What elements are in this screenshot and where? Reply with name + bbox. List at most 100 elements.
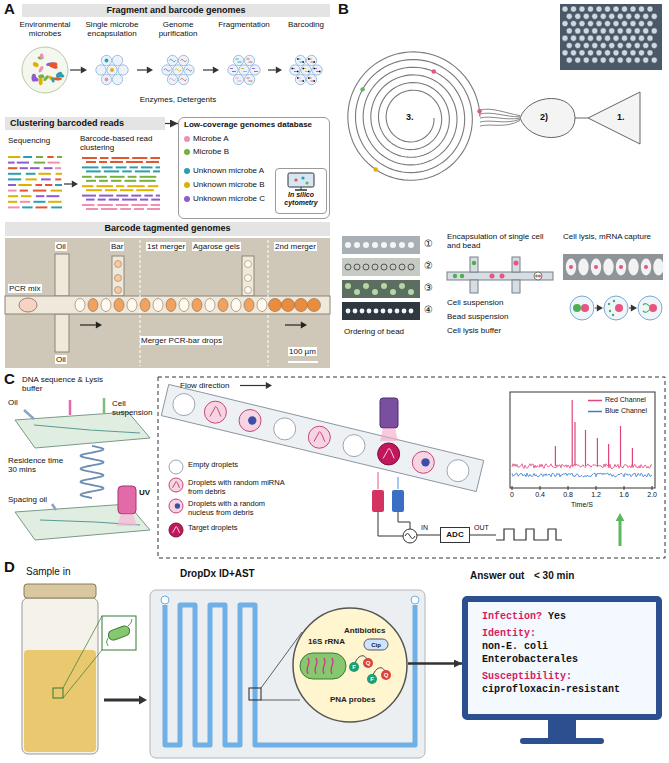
clustered-reads-line [120, 189, 133, 191]
genome-marker-circle [184, 182, 190, 188]
fragmentation-droplets-line [238, 62, 242, 63]
signal-chart [510, 392, 655, 490]
bead-micrograph-circle [638, 21, 644, 27]
lysis-capture-circle [569, 265, 573, 269]
bead-micrograph-circle [613, 21, 619, 27]
bead-micrograph [560, 4, 662, 70]
clustered-reads-line [122, 170, 132, 172]
purification-droplets-circle [184, 65, 194, 75]
droplet-chip-line [52, 504, 56, 510]
merger-micrograph-circle [115, 261, 122, 268]
bead-micrograph-circle [562, 50, 568, 56]
sequencing-reads-line [51, 190, 62, 192]
barcoding-droplets-circle [290, 65, 300, 75]
droplet-chip-path [34, 425, 140, 433]
clustered-reads-line [82, 176, 92, 178]
bacterium-path [315, 658, 317, 674]
node-text: ADC [441, 528, 469, 542]
lysis-capture-ellipse [566, 259, 576, 276]
lysis-capture-circle [615, 304, 623, 312]
bead-micrograph-circle [592, 57, 598, 63]
channel-label: Merger PCR-bar drops [140, 336, 223, 345]
clustered-reads-line [146, 161, 159, 163]
environmental-microbes-ellipse [39, 78, 43, 85]
clustered-reads-line [128, 176, 137, 178]
fragmentation-droplets-circle [244, 55, 254, 65]
barcoding-droplets-line [308, 58, 310, 59]
merger-micrograph-ellipse [19, 298, 37, 312]
sequencing-reads-line [20, 167, 28, 169]
bead-micrograph-circle [609, 13, 615, 19]
bead-micrograph-circle [562, 6, 568, 12]
optical-detector-line [397, 477, 399, 489]
channel-label: Oil [55, 242, 67, 251]
clustered-reads-line [110, 161, 123, 163]
lysis-capture-circle [644, 265, 648, 269]
environmental-microbes-ellipse [32, 61, 40, 68]
step-caption: Environmental microbes [14, 20, 76, 38]
bead-micrograph-circle [566, 57, 572, 63]
clustered-reads-line [104, 170, 119, 172]
barcoding-droplets-line [311, 62, 315, 63]
signal-chain-circle [403, 529, 417, 543]
sequencing-reads-line [8, 162, 15, 164]
sequencing-reads-line [8, 206, 20, 208]
reagent-note: Enzymes, Detergents [136, 95, 220, 104]
bead-micrograph-circle [575, 42, 581, 48]
purification-droplets-path [169, 78, 175, 81]
axis-tick: 1.6 [614, 491, 634, 499]
antibiotic-pill [364, 639, 388, 650]
callout-number: 1. [617, 112, 625, 122]
bead-ordering-strips-circle [399, 283, 405, 289]
pna-probe [349, 656, 391, 684]
bead-micrograph-rect [560, 4, 662, 70]
clustered-reads-line [111, 157, 129, 159]
bead-micrograph-circle [583, 57, 589, 63]
clustered-reads-line [144, 195, 153, 197]
signal-chart-path [512, 464, 652, 469]
bead-ordering-strips-circle [381, 309, 386, 314]
section-header: Barcode tagmented genomes [5, 222, 330, 236]
bead-ordering-strips-rect [342, 236, 420, 254]
dropdx-chip-circle [161, 596, 169, 604]
encapsulation-junction-circle [538, 275, 541, 278]
pna-probe-circle [363, 658, 373, 668]
callout-number: 2) [540, 112, 548, 122]
legend-text: Red Channel [605, 396, 646, 404]
step-caption: Single microbe encapsulation [81, 20, 143, 38]
bead-ordering-strips-circle [381, 242, 387, 248]
signal-chart-line [588, 411, 602, 413]
sequencing-reads-line [51, 206, 62, 208]
clustered-reads-line [99, 161, 107, 163]
bead-micrograph-circle [587, 6, 593, 12]
clustered-reads-line [126, 161, 143, 163]
barcoding-droplets-line [316, 71, 320, 72]
barcoding-droplets-line [294, 71, 298, 72]
bead-micrograph-circle [630, 35, 636, 41]
environmental-microbes-ellipse [31, 74, 36, 82]
clustered-reads-line [82, 204, 94, 206]
signal-label: OUT [474, 524, 489, 532]
legend-droplet-icon-circle [169, 478, 183, 492]
signal-chart-line [574, 422, 575, 466]
barcoding-droplets-line [319, 71, 321, 72]
bead-micrograph-circle [575, 13, 581, 19]
signal-chart-line [512, 486, 513, 490]
bead-ordering-strips-rect [342, 302, 420, 320]
barcoding-droplets-line [303, 68, 305, 69]
inset-caption: Encapsulation of single cell and bead [447, 232, 555, 250]
purification-droplets [162, 55, 194, 84]
lysis-capture-path [631, 305, 637, 312]
lysis-capture-circle [573, 304, 581, 312]
channel-droplet-circle [308, 426, 330, 448]
clustered-reads-line [156, 166, 160, 168]
dropdx-chip-circle [411, 596, 419, 604]
merger-micrograph-ellipse [308, 299, 321, 312]
channel-droplet-circle [274, 418, 296, 440]
sequencing-reads-line [34, 162, 45, 164]
clustered-reads-line [99, 180, 108, 182]
environmental-microbes-ellipse [43, 75, 50, 82]
clustered-reads-line [122, 199, 137, 201]
bead-micrograph-circle [621, 21, 627, 27]
encapsulation-droplets-circle [112, 55, 122, 65]
